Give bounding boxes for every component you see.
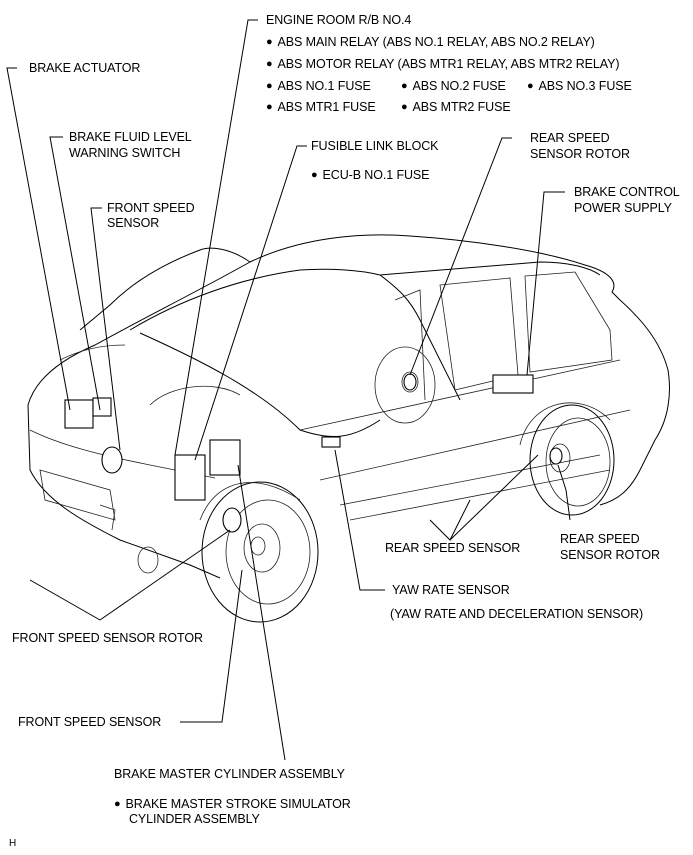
label-brake-master-cylinder: BRAKE MASTER CYLINDER ASSEMBLY: [114, 767, 345, 781]
label-rear-speed-sensor: REAR SPEED SENSOR: [385, 541, 521, 555]
front-wheel: [199, 481, 319, 623]
abs-main-relay-note: (ABS NO.1 RELAY, ABS NO.2 RELAY): [382, 35, 595, 49]
label-front-speed-sensor-bottom: FRONT SPEED SENSOR: [18, 715, 162, 729]
brake-master-cylinder-component: [209, 439, 241, 476]
label-brake-fluid-level-2: WARNING SWITCH: [69, 146, 181, 160]
label-fusible-link-block: FUSIBLE LINK BLOCK: [311, 139, 439, 153]
rear-hub-left: [374, 346, 436, 424]
label-rear-speed-sensor-rotor-top-1: REAR SPEED: [530, 131, 610, 145]
label-brake-master-items-1: BRAKE MASTER STROKE SIMULATOR: [114, 797, 351, 813]
label-brake-master-items-2: CYLINDER ASSEMBLY: [129, 812, 260, 826]
front-speed-sensor-component: [222, 507, 242, 533]
label-abs-mtr1-fuse: ABS MTR1 FUSE: [266, 100, 376, 116]
label-brake-fluid-level-1: BRAKE FLUID LEVEL: [69, 130, 192, 144]
abs-motor-relay-note: (ABS MTR1 RELAY, ABS MTR2 RELAY): [397, 57, 620, 71]
figure-code: H: [9, 838, 17, 849]
label-abs-motor-relay: ABS MOTOR RELAY (ABS MTR1 RELAY, ABS MTR…: [266, 57, 620, 73]
label-yaw-rate-sensor: YAW RATE SENSOR: [392, 583, 510, 597]
label-brake-control-power-supply-1: BRAKE CONTROL: [574, 185, 680, 199]
label-rear-speed-sensor-rotor-top-2: SENSOR ROTOR: [530, 147, 630, 161]
rear-speed-sensor-rotor-component: [403, 373, 417, 391]
label-abs-mtr2-fuse: ABS MTR2 FUSE: [401, 100, 511, 116]
label-brake-control-power-supply-2: POWER SUPPLY: [574, 201, 672, 215]
label-yaw-rate-sensor-note: (YAW RATE AND DECELERATION SENSOR): [390, 607, 644, 621]
label-ecu-b-no1-fuse: ECU-B NO.1 FUSE: [311, 168, 430, 184]
fusible-link-component: [174, 454, 206, 501]
label-engine-room-rb: ENGINE ROOM R/B NO.4: [266, 13, 412, 27]
label-front-speed-sensor-rotor: FRONT SPEED SENSOR ROTOR: [12, 631, 203, 645]
brake-control-power-supply-component: [492, 374, 534, 394]
label-abs-main-relay: ABS MAIN RELAY (ABS NO.1 RELAY, ABS NO.2…: [266, 35, 595, 51]
label-front-speed-sensor-top-1: FRONT SPEED: [107, 201, 195, 215]
label-brake-actuator: BRAKE ACTUATOR: [29, 61, 141, 75]
front-speed-sensor-rotor-component: [101, 446, 123, 474]
label-abs-no1-fuse: ABS NO.1 FUSE: [266, 79, 371, 95]
brake-fluid-reservoir-component: [92, 397, 112, 417]
label-rear-speed-sensor-rotor-bottom-2: SENSOR ROTOR: [560, 548, 660, 562]
label-abs-no2-fuse: ABS NO.2 FUSE: [401, 79, 506, 95]
label-abs-no3-fuse: ABS NO.3 FUSE: [527, 79, 632, 95]
yaw-rate-sensor-component: [321, 436, 341, 448]
label-rear-speed-sensor-rotor-bottom-1: REAR SPEED: [560, 532, 640, 546]
leader-lines: [6, 19, 571, 761]
label-front-speed-sensor-top-2: SENSOR: [107, 216, 160, 230]
abs-main-relay-text: ABS MAIN RELAY: [277, 35, 380, 49]
rear-sensor-rotor-component: [549, 447, 563, 465]
abs-motor-relay-text: ABS MOTOR RELAY: [277, 57, 395, 71]
